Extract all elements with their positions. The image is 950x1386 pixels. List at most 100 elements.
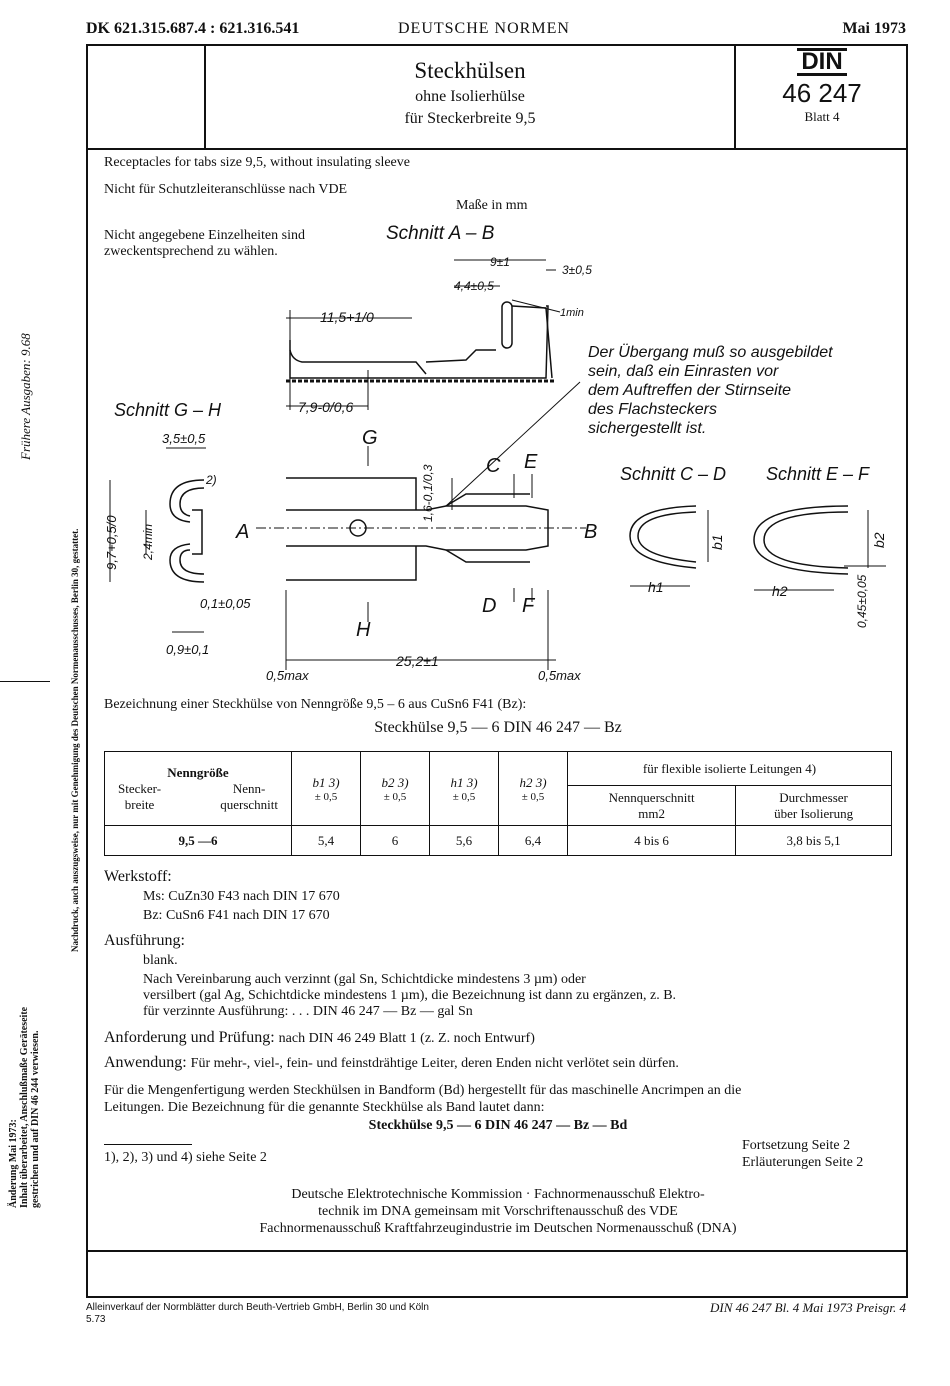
dim-h1: h1 [648, 579, 664, 595]
th-nenngroesse-title: Nenngröße [167, 764, 229, 780]
th-nennq-label: Nennquerschnitt [608, 789, 695, 805]
section-cd-profile [629, 505, 697, 569]
werkstoff-heading: Werkstoff: [104, 868, 172, 885]
schnitt-ab-label: Schnitt A – B [386, 223, 495, 244]
vde-note: Nicht für Schutzleiteranschlüsse nach VD… [104, 182, 348, 197]
units-note: Maße in mm [456, 198, 528, 213]
anwendung-text: Für mehr-, viel-, fein- und feinstdrähti… [190, 1056, 679, 1071]
designation-example: Steckhülse 9,5 — 6 DIN 46 247 — Bz [374, 719, 622, 736]
schnitt-ef-label: Schnitt E – F [766, 464, 870, 484]
th-durch-label: Durchmesser [779, 789, 848, 805]
section-ef-profile [753, 505, 849, 575]
anforderung-heading: Anforderung und Prüfung: [104, 1029, 275, 1046]
footnote-rule [104, 1144, 192, 1145]
dim-4-4: 4,4±0,5 [454, 279, 494, 293]
band-l1: Für die Mengenfertigung werden Steckhüls… [104, 1083, 742, 1098]
title-divider [86, 148, 908, 150]
committee-l3: Fachnormenausschuß Kraftfahrzeugindustri… [259, 1221, 737, 1236]
bottom-left: Alleinverkauf der Normblätter durch Beut… [86, 1302, 429, 1326]
dim-b1: b1 [709, 534, 725, 550]
th-b2-tol: ± 0,5 [383, 790, 407, 803]
din-number: 46 247 [782, 78, 862, 108]
werkstoff-bz: Bz: CuSn6 F41 nach DIN 17 670 [143, 908, 330, 923]
dk-classification: DK 621.315.687.4 : 621.316.541 [86, 20, 300, 37]
cell-nennquerschnitt: 4 bis 6 [566, 825, 737, 856]
dim-0-9: 0,9±0,1 [166, 642, 209, 657]
dim-0-45: 0,45±0,05 [855, 574, 869, 628]
th-nenngroesse-sub: Stecker-breite Nenn-querschnitt [108, 781, 288, 813]
dim-2-4: 2,4min [141, 524, 155, 561]
schnitt-cd-label: Schnitt C – D [620, 464, 726, 484]
details-line-1: Nicht angegebene Einzelheiten sind [104, 228, 305, 243]
bottom-sales-note: Alleinverkauf der Normblätter durch Beut… [86, 1302, 429, 1313]
margin-aend-l2: Inhalt überarbeitet, Anschlußmaße Geräte… [19, 1006, 30, 1208]
margin-aend-l3: gestrichen und auf DIN 46 244 verwiesen. [30, 1030, 41, 1209]
dim-0-5-left: 0,5max [266, 668, 309, 683]
dim-h2: h2 [772, 583, 788, 599]
cell-durchmesser: 3,8 bis 5,1 [735, 825, 892, 856]
dim-9: 9±1 [490, 255, 510, 269]
cell-h2: 6,4 [498, 825, 568, 856]
details-note: Nicht angegebene Einzelheiten sind zweck… [104, 228, 305, 260]
title-left-divider [204, 44, 206, 148]
section-label-d: D [482, 595, 496, 617]
committee: Deutsche Elektrotechnische Kommission · … [104, 1186, 892, 1237]
dim-0-1: 0,1±0,05 [200, 596, 251, 611]
th-h1: h1 3)± 0,5 [429, 751, 499, 826]
cell-b1: 5,4 [291, 825, 361, 856]
section-label-f: F [522, 595, 536, 617]
schnitt-gh-label: Schnitt G – H [114, 400, 222, 420]
th-h1-tol: ± 0,5 [452, 790, 476, 803]
table-row: 9,5 —6 5,4 6 5,6 6,4 4 bis 6 3,8 bis 5,1 [104, 825, 892, 856]
margin-rule [0, 681, 50, 682]
cell-b2: 6 [360, 825, 430, 856]
th-ueber: über Isolierung [774, 805, 854, 821]
english-title: Receptacles for tabs size 9,5, without i… [104, 155, 410, 170]
cell-size: 9,5 —6 [104, 825, 292, 856]
anwendung: Anwendung: Für mehr-, viel-, fein- und f… [104, 1054, 679, 1072]
subtitle-1: ohne Isolierhülse [415, 88, 525, 105]
th-stecker: Stecker- [118, 780, 162, 796]
technical-drawing: Schnitt A – B 9±1 3±0,5 4,4±0,5 1min 11,… [104, 223, 887, 683]
dim-b2: b2 [871, 532, 887, 548]
margin-aenderung: Änderung Mai 1973: Inhalt überarbeitet, … [8, 1007, 41, 1208]
footnote-ref: 1), 2), 3) und 4) siehe Seite 2 [104, 1150, 267, 1165]
section-label-c: C [486, 455, 501, 477]
dim-3: 3±0,5 [562, 263, 592, 277]
anforderung-text: nach DIN 46 249 Blatt 1 (z. Z. noch Entw… [278, 1031, 535, 1046]
designation-intro: Bezeichnung einer Steckhülse von Nenngrö… [104, 697, 527, 712]
note-line-3: dem Auftreffen der Stirnseite [588, 382, 791, 399]
title-block: Steckhülsen ohne Isolierhülse für Stecke… [206, 58, 734, 128]
th-nenn: Nenn- [232, 780, 266, 796]
dim-1min: 1min [560, 307, 584, 319]
ausfuehrung-heading: Ausführung: [104, 932, 185, 949]
th-h1-label: h1 3) [450, 774, 478, 790]
bottom-divider [86, 1250, 908, 1252]
section-label-b: B [584, 521, 597, 543]
th-b2-label: b2 3) [381, 774, 409, 790]
dim-25-2: 25,2±1 [395, 653, 439, 669]
margin-nachdruck: Nachdruck, auch auszugsweise, nur mit Ge… [70, 528, 80, 952]
dim-9-7: 9,7+0,5/0 [104, 515, 119, 570]
blatt: Blatt 4 [804, 109, 840, 124]
subtitle-2: für Steckerbreite 9,5 [404, 110, 536, 127]
note-line-1: Der Übergang muß so ausgebildet [588, 343, 833, 361]
margin-aend-l1: Änderung Mai 1973: [8, 1119, 19, 1208]
header-date: Mai 1973 [842, 20, 906, 37]
th-nennquerschnitt: Nenn-querschnitt [220, 781, 278, 813]
bottom-date-code: 5.73 [86, 1314, 106, 1325]
anwendung-heading: Anwendung: [104, 1054, 187, 1071]
dim-1-6: 1,6-0,1/0,3 [421, 464, 435, 522]
committee-l2: technik im DNA gemeinsam mit Vorschrifte… [318, 1204, 678, 1219]
section-gh-profile [169, 479, 205, 583]
plan-view [286, 477, 549, 581]
th-h2-label: h2 3) [519, 774, 547, 790]
section-label-e: E [524, 451, 538, 473]
section-label-a: A [235, 521, 249, 543]
dim-0-5-right: 0,5max [538, 668, 581, 683]
th-steckerbreite: Stecker-breite [118, 781, 161, 813]
section-ab-dimensions [286, 259, 561, 410]
footnote-2-marker: 2) [205, 473, 217, 487]
details-line-2: zweckentsprechend zu wählen. [104, 244, 278, 259]
